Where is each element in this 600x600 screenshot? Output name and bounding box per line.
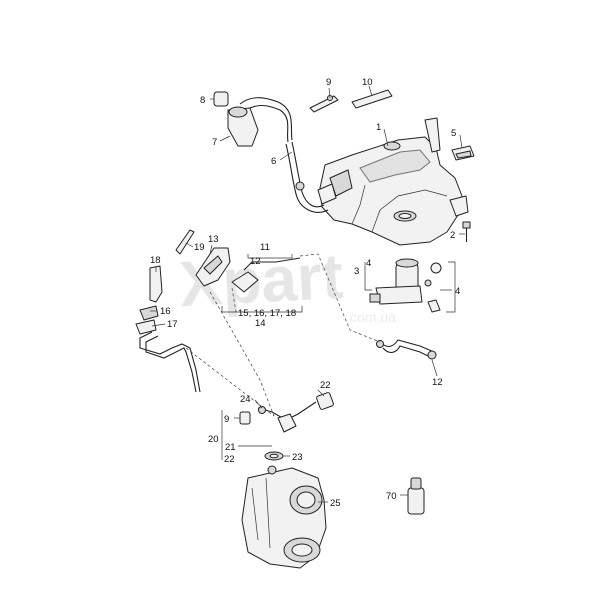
callout-23: 23 — [292, 452, 303, 463]
callout-24: 24 — [240, 394, 251, 405]
callout-12a: 12 — [250, 256, 261, 267]
callout-4a: 4 — [366, 258, 371, 269]
callout-22b: 22 — [224, 454, 235, 465]
fuel-tank — [319, 117, 469, 246]
callout-11: 11 — [260, 242, 270, 253]
callout-10: 10 — [362, 77, 373, 88]
callout-13: 13 — [208, 234, 219, 245]
pipe-17-left — [139, 331, 201, 393]
clip-parts-16-18 — [135, 265, 163, 335]
filler-neck-assembly — [213, 91, 337, 213]
sensor-bracket-13 — [175, 229, 301, 293]
callout-8: 8 — [200, 95, 205, 106]
callout-2: 2 — [450, 230, 455, 241]
leader-lines — [150, 85, 465, 503]
watermark-url: com.ua — [350, 309, 396, 325]
callout-15-18: 15, 16, 17, 18 — [238, 308, 296, 319]
callout-20: 20 — [208, 434, 219, 445]
bottle-part-70 — [407, 477, 425, 515]
callout-25: 25 — [330, 498, 341, 509]
callout-21: 21 — [225, 442, 236, 453]
callout-17: 17 — [167, 319, 178, 330]
callout-4b: 4 — [455, 286, 460, 297]
particulate-filter-25 — [241, 465, 327, 569]
group-brackets — [221, 254, 303, 460]
clip-part-5 — [451, 145, 475, 161]
gasket-part-23 — [264, 451, 284, 461]
dashed-connectors — [185, 253, 381, 417]
callout-22a: 22 — [320, 380, 331, 391]
filter-unit — [364, 258, 456, 313]
exhaust-sensor-assembly — [239, 392, 334, 433]
callout-18: 18 — [150, 255, 161, 266]
callout-19: 19 — [194, 242, 205, 253]
callout-12b: 12 — [432, 377, 443, 388]
callout-1: 1 — [376, 122, 381, 133]
callout-16: 16 — [160, 306, 171, 317]
callout-9b: 9 — [224, 414, 229, 425]
callout-6: 6 — [271, 156, 276, 167]
pipe-12-right — [376, 339, 437, 360]
callout-14: 14 — [255, 318, 266, 329]
callout-70: 70 — [386, 491, 397, 502]
callout-5: 5 — [451, 128, 456, 139]
callout-3: 3 — [354, 266, 359, 277]
callout-7: 7 — [212, 137, 217, 148]
callout-labels: 1 2 3 4 4 5 6 7 8 9 10 11 12 12 13 14 15… — [150, 77, 460, 509]
bracket-parts-9-10 — [309, 89, 393, 113]
callout-9: 9 — [326, 77, 331, 88]
bolt-part-2 — [462, 221, 471, 242]
